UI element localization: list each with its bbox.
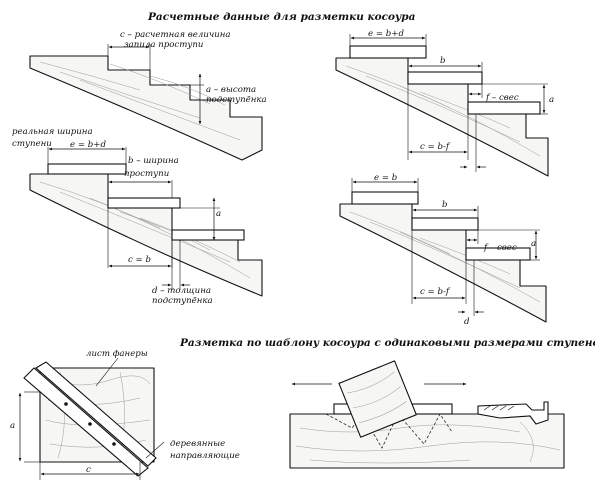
tread-1 <box>47 163 127 175</box>
label-a-middle-right: a <box>531 239 536 249</box>
label-b-description-line1: b – ширина <box>128 156 179 166</box>
label-a-description-line2: подступёнка <box>206 95 267 105</box>
stringer-diagram-top-right <box>335 34 549 177</box>
title-top: Расчетные данные для разметки косоура <box>147 11 416 23</box>
label-b-description-line2: проступи <box>124 169 169 179</box>
label-b-top-right: b <box>440 56 446 66</box>
label-real-width-line1: реальная ширина <box>12 127 93 137</box>
template-jig-plate <box>338 360 417 438</box>
label-c-equals-b-minus-f-top: c = b-f <box>420 142 451 152</box>
label-e-equals-b-plus-d-right: e = b+d <box>368 29 404 39</box>
label-a-top-right: a <box>549 95 554 105</box>
label-e-equals-b-plus-d-left: e = b+d <box>70 140 106 150</box>
label-f-overhang-middle-right: f – свес <box>483 243 517 253</box>
stringer-diagram-middle-right <box>339 178 547 323</box>
marking-zigzag-line <box>325 413 453 449</box>
label-c-bottom-left: c <box>86 465 91 475</box>
label-wooden-guides-line1: деревянные <box>170 439 225 449</box>
label-d-description-line1: d – толщина <box>152 286 211 296</box>
label-c-description-line2: запила проступи <box>124 40 203 50</box>
label-f-overhang-top-right: f – свес <box>485 93 519 103</box>
title-bottom: Разметка по шаблону косоура с одинаковым… <box>179 336 595 349</box>
label-real-width-line2: ступени <box>12 139 52 149</box>
label-c-equals-b-minus-f-bottom: c = b-f <box>420 287 451 297</box>
label-d-middle-right: d <box>464 317 470 327</box>
tread-middle-right-2 <box>411 217 479 231</box>
label-a-bottom-left: a <box>10 421 15 431</box>
label-d-description-line2: подступёнка <box>152 296 213 306</box>
tread-3 <box>171 229 245 241</box>
label-wooden-guides-line2: направляющие <box>170 451 240 461</box>
tread-top-right-2 <box>407 71 483 85</box>
wooden-guide-rail-2 <box>35 361 157 467</box>
tread-top-right-3 <box>467 101 541 115</box>
label-a-description-line1: a – высота <box>206 85 256 95</box>
plywood-template-diagram <box>18 357 165 480</box>
wooden-guide-rail-1 <box>23 367 149 477</box>
template-marking-diagram <box>289 360 565 469</box>
label-e-equals-b: e = b <box>374 173 397 183</box>
tread-top-right-1 <box>349 45 427 59</box>
stringer-board <box>289 413 565 469</box>
tread-middle-right-1 <box>351 191 419 205</box>
label-c-description-line1: c – расчетная величина <box>120 30 231 40</box>
label-c-equals-b: c = b <box>128 255 151 265</box>
tread-2 <box>107 197 181 209</box>
label-a-middle-left: a <box>216 209 221 219</box>
stringer-diagram-top-left <box>29 44 263 161</box>
label-b-middle-right: b <box>442 200 448 210</box>
label-plywood-sheet: лист фанеры <box>86 349 148 359</box>
stringer-diagram-middle-left <box>29 147 263 297</box>
